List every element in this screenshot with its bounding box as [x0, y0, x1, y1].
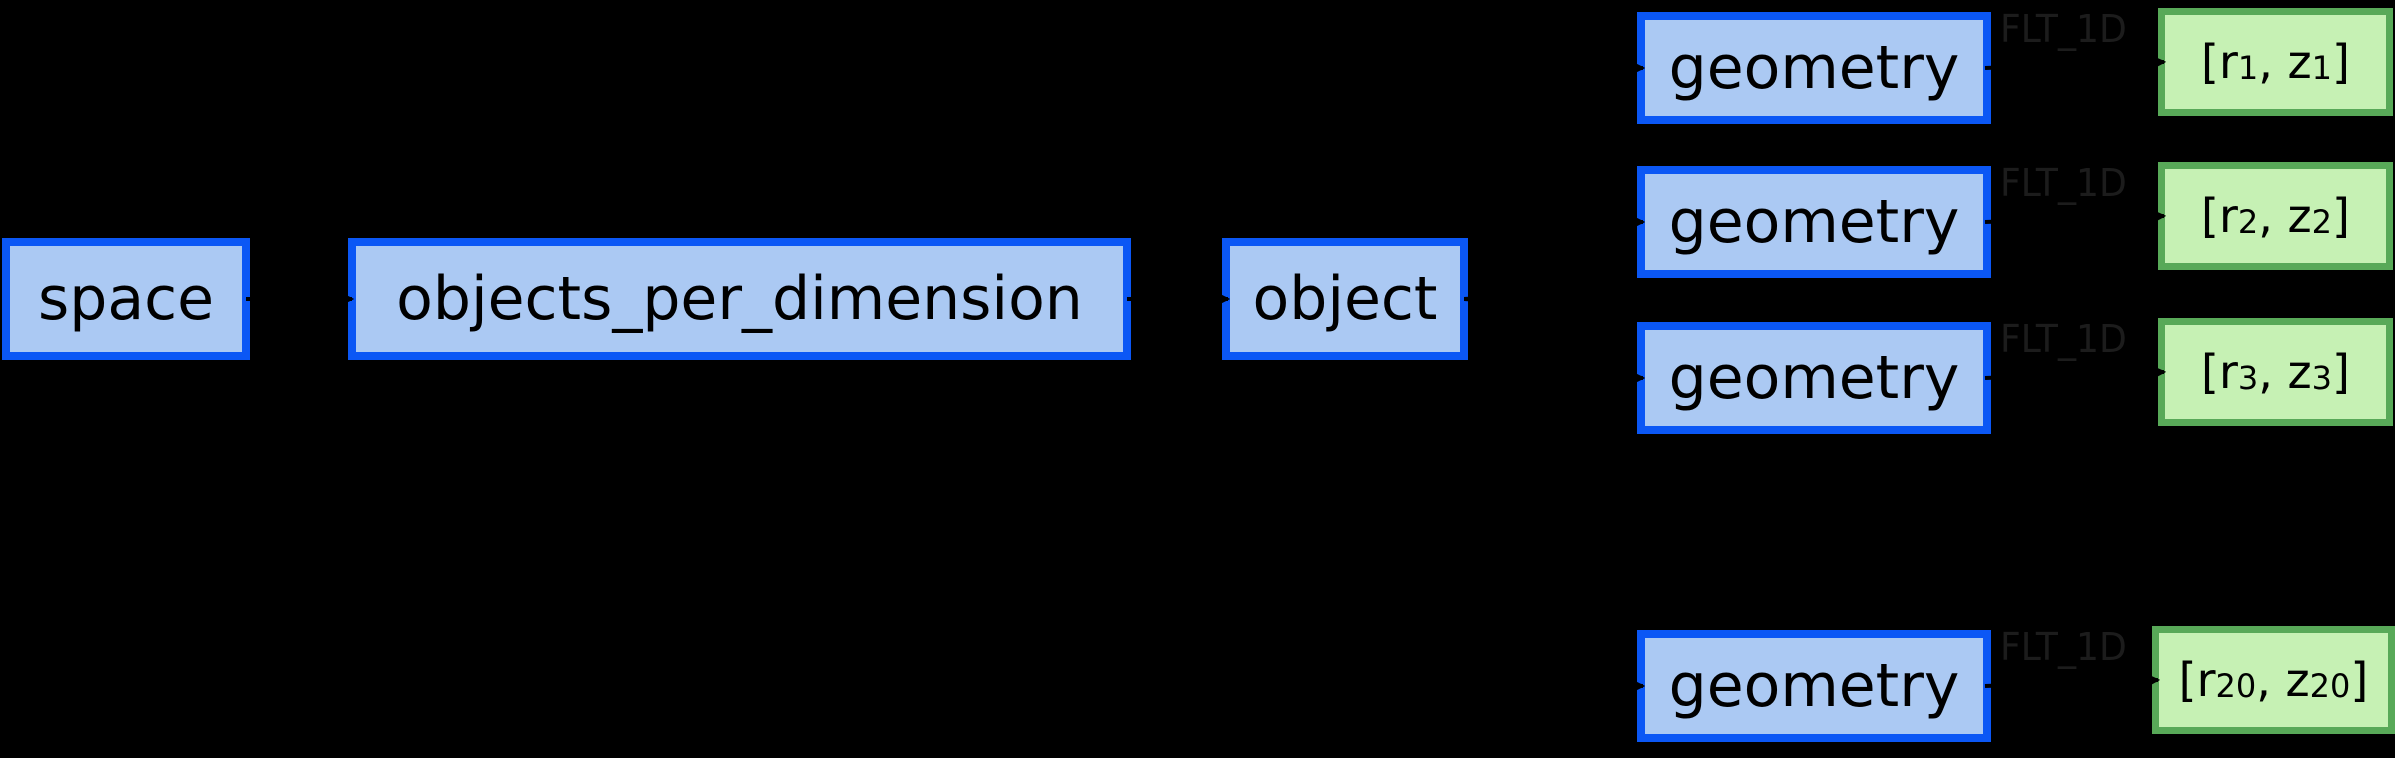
node-label: geometry [1668, 343, 1960, 413]
value-text: [r [2201, 189, 2238, 243]
node-geometry-3: geometry [1637, 322, 1991, 434]
value-text: ] [2332, 35, 2350, 89]
edge-label-flt-1d-3: FLT_1D [2000, 317, 2127, 361]
edge-label-flt-1d-4: FLT_1D [2000, 625, 2127, 669]
node-space: space [2, 238, 250, 360]
node-label: objects_per_dimension [396, 264, 1083, 334]
node-label: geometry [1668, 33, 1960, 103]
edge-geometry-1-to-value [1984, 51, 2167, 74]
edge-geometry-3-to-value [1984, 361, 2167, 384]
edge-geometry-4-to-value [1984, 669, 2161, 692]
node-label: geometry [1668, 651, 1960, 721]
edge-label-flt-1d-2: FLT_1D [2000, 161, 2127, 205]
value-text: , z [2258, 189, 2312, 243]
node-geometry-2: geometry [1637, 166, 1991, 278]
node-geometry-4: geometry [1637, 630, 1991, 742]
node-label: geometry [1668, 187, 1960, 257]
node-objects-per-dimension: objects_per_dimension [348, 238, 1131, 360]
edge-label-flt-1d-1: FLT_1D [2000, 7, 2127, 51]
node-geometry-1: geometry [1637, 12, 1991, 124]
edge-object-to-geometry-1 [1463, 57, 1646, 301]
node-object: object [1222, 238, 1468, 360]
edge-object-to-geometry-2 [1463, 211, 1646, 301]
value-text: , z [2258, 35, 2312, 89]
value-text: , z [2258, 345, 2312, 399]
edge-object-to-geometry-4 [1463, 297, 1646, 697]
value-text: ] [2350, 653, 2369, 707]
edge-object-to-geometry-3 [1463, 297, 1646, 389]
edge-geometry-2-to-value [1984, 205, 2167, 228]
value-text: ] [2332, 345, 2350, 399]
value-text: [r [2201, 345, 2238, 399]
value-text: , z [2256, 653, 2310, 707]
node-label: object [1252, 264, 1438, 334]
value-text: [r [2201, 35, 2238, 89]
node-label: space [37, 264, 214, 334]
value-text: [r [2178, 653, 2216, 707]
value-text: ] [2332, 189, 2350, 243]
